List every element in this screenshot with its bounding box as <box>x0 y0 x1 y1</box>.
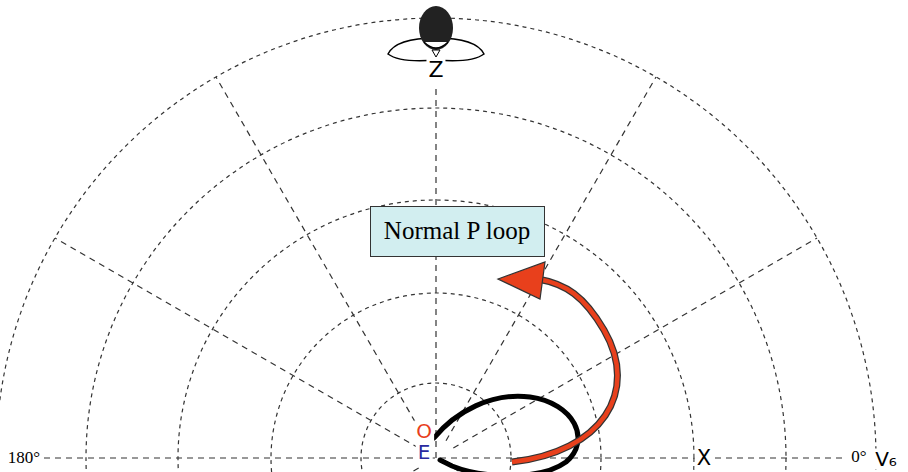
radial-line <box>453 238 817 448</box>
radial-line <box>446 77 656 441</box>
box-text: Normal P loop <box>384 217 530 246</box>
p-loop <box>434 396 578 472</box>
polar-circles <box>0 18 876 472</box>
radial-line <box>216 77 426 441</box>
title-box: Normal P loop <box>370 206 545 257</box>
head-icon <box>388 6 484 61</box>
origin-label: O <box>414 421 434 442</box>
lead-label: V₆ <box>873 449 899 470</box>
angle-label: 0° <box>849 448 868 466</box>
x-axis <box>44 457 846 458</box>
end-label: E <box>416 442 433 463</box>
radial-line <box>453 468 817 472</box>
axis-label: X <box>695 447 713 469</box>
radial-line <box>55 238 419 448</box>
angle-label: 180° <box>6 449 42 467</box>
z-axis <box>435 86 436 458</box>
rotation-arrow <box>498 262 617 462</box>
radial-line <box>55 468 419 472</box>
axis-label: Z <box>426 58 445 81</box>
radial-lines <box>55 77 817 472</box>
